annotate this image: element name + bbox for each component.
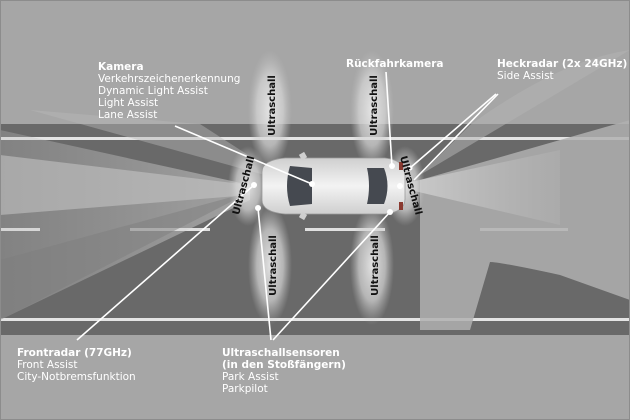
- label-kamera-line: Light Assist: [98, 97, 159, 109]
- label-frontradar: Frontradar (77GHz) Front Assist City-Not…: [17, 347, 136, 383]
- pointer-ultraschall-2: [272, 211, 391, 341]
- rear-window: [367, 168, 388, 204]
- sensor-dots: [251, 163, 413, 215]
- label-ultraschallsensoren-line: Parkpilot: [222, 383, 268, 395]
- label-ultraschallsensoren: Ultraschallsensoren (in den Stoßfängern)…: [222, 347, 346, 395]
- label-rueckfahrkamera-title: Rückfahrkamera: [346, 58, 444, 70]
- label-kamera-title: Kamera: [98, 61, 144, 73]
- label-kamera-line: Verkehrszeichenerkennung: [98, 73, 241, 85]
- ultrasonic-zone-top-rear: [350, 50, 394, 170]
- label-kamera: Kamera Verkehrszeichenerkennung Dynamic …: [98, 61, 240, 121]
- lane-line-top: [0, 137, 630, 140]
- windscreen: [287, 166, 312, 206]
- pointer-heckradar-1: [409, 93, 497, 169]
- pointer-ultraschall-1: [257, 207, 272, 341]
- ultrasonic-label-bottom-rear: Ultraschall: [369, 235, 381, 296]
- label-kamera-line: Lane Assist: [98, 109, 158, 121]
- pointer-kamera: [174, 125, 313, 185]
- ultrasonic-label-top-rear: Ultraschall: [368, 75, 380, 136]
- label-ultraschallsensoren-line: Park Assist: [222, 371, 279, 383]
- ultrasonic-zone-bottom-front: [248, 205, 292, 325]
- car: [261, 151, 406, 221]
- label-kamera-line: Dynamic Light Assist: [98, 85, 208, 97]
- pointer-frontradar: [76, 184, 255, 341]
- lane-line-bottom: [0, 318, 630, 321]
- rear-beam: [410, 150, 560, 225]
- label-rueckfahrkamera: Rückfahrkamera: [346, 58, 443, 70]
- label-ultraschallsensoren-title-1: Ultraschallsensoren: [222, 347, 340, 359]
- label-heckradar: Heckradar (2x 24GHz) Side Assist: [497, 58, 627, 82]
- label-frontradar-line: Front Assist: [17, 359, 78, 371]
- pointer-rueckfahrkamera: [385, 71, 393, 167]
- label-ultraschallsensoren-title-2: (in den Stoßfängern): [222, 359, 346, 371]
- ultrasonic-label-bottom-front: Ultraschall: [267, 235, 279, 296]
- ultrasonic-zone-bottom-rear: [350, 205, 394, 325]
- label-frontradar-title: Frontradar (77GHz): [17, 347, 132, 359]
- pointer-heckradar-2: [413, 93, 499, 181]
- label-frontradar-line: City-Notbremsfunktion: [17, 371, 136, 383]
- ultrasonic-zone-top-front: [248, 50, 292, 170]
- label-heckradar-line: Side Assist: [497, 70, 554, 82]
- ultrasonic-label-top-front: Ultraschall: [266, 75, 278, 136]
- label-heckradar-title: Heckradar (2x 24GHz): [497, 58, 628, 70]
- front-beam-radar: [0, 155, 250, 215]
- pointer-lines: [76, 71, 499, 341]
